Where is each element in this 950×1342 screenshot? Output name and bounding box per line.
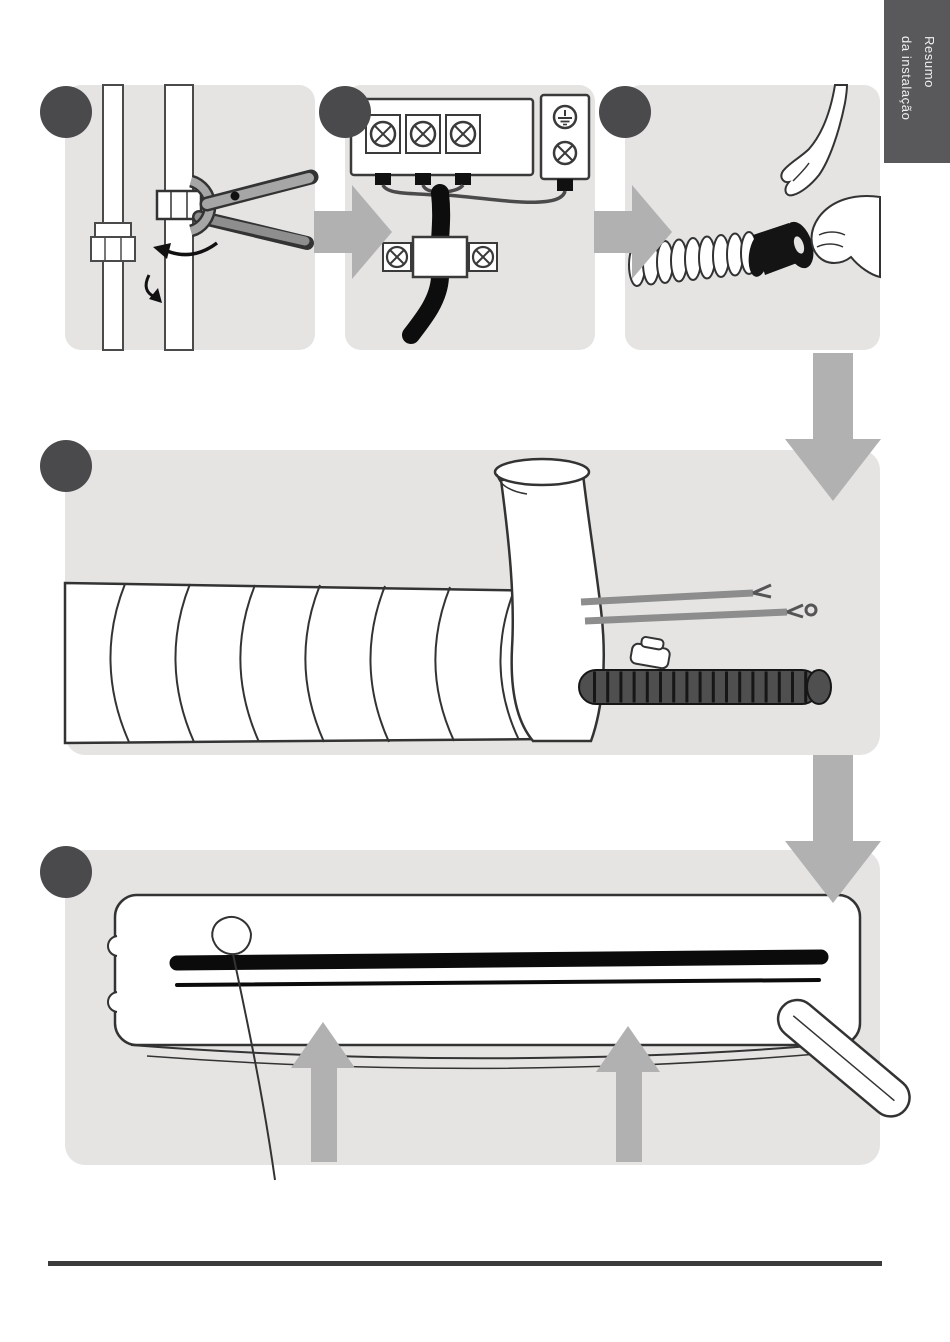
step-badge-1 bbox=[40, 86, 92, 138]
step-panel-5 bbox=[65, 850, 911, 1181]
wrap-spiral-lines bbox=[109, 583, 520, 743]
terminal-wiring-illustration bbox=[349, 93, 591, 344]
left-clip bbox=[107, 935, 118, 957]
right-hand bbox=[810, 195, 881, 279]
rotation-arrow bbox=[144, 241, 219, 303]
unit-front-band bbox=[169, 949, 829, 971]
wrench-icon bbox=[188, 169, 319, 238]
unit-mounting-illustration bbox=[107, 893, 911, 1181]
pipe-clip bbox=[629, 636, 671, 670]
chapter-tab: Resumo da instalação bbox=[884, 0, 950, 163]
step-badge-3 bbox=[599, 86, 651, 138]
footer-rule bbox=[48, 1261, 882, 1266]
terminal-screws bbox=[365, 114, 481, 185]
connection-wires bbox=[580, 583, 818, 625]
right-arrow-icon bbox=[314, 185, 392, 279]
cable-clamp bbox=[382, 235, 498, 279]
step-badge-4 bbox=[40, 440, 92, 492]
chapter-tab-label: Resumo da instalação bbox=[894, 0, 940, 163]
arrow-right-1 bbox=[314, 177, 392, 287]
push-up-arrow bbox=[291, 1022, 355, 1162]
upper-hand bbox=[780, 84, 849, 197]
left-clip bbox=[107, 991, 118, 1013]
step-badge-5 bbox=[40, 846, 92, 898]
flare-nut-tightening-illustration bbox=[90, 84, 319, 351]
down-arrow-icon bbox=[785, 353, 881, 501]
wires bbox=[381, 183, 567, 204]
tape-ribbon bbox=[493, 457, 605, 743]
corrugated-pipe bbox=[628, 231, 758, 287]
step-panel-2 bbox=[345, 85, 595, 350]
step-panel-4 bbox=[63, 450, 880, 755]
right-arrow-icon bbox=[594, 185, 672, 279]
step-panel-3 bbox=[625, 84, 881, 350]
second-wrench-icon bbox=[192, 210, 314, 250]
tape-icon bbox=[748, 221, 814, 277]
down-arrow-icon bbox=[785, 755, 881, 903]
pointing-hand bbox=[211, 916, 276, 1181]
arrow-down-1 bbox=[785, 353, 881, 503]
step-badge-2 bbox=[319, 86, 371, 138]
step-panel-1 bbox=[65, 84, 319, 351]
arrow-down-2 bbox=[785, 755, 881, 905]
push-up-arrow bbox=[596, 1026, 660, 1162]
pipe-bundling-illustration bbox=[63, 457, 832, 745]
chapter-tab-line1: Resumo bbox=[921, 36, 937, 89]
hand-at-corner bbox=[776, 998, 911, 1118]
cord-line bbox=[232, 953, 276, 1181]
tape-wrapping-illustration bbox=[628, 84, 881, 287]
drain-hose bbox=[578, 669, 832, 705]
arrow-right-2 bbox=[594, 177, 672, 287]
indoor-unit bbox=[107, 893, 862, 1070]
ground-terminal bbox=[539, 93, 591, 191]
chapter-tab-line2: da instalação bbox=[899, 36, 914, 121]
